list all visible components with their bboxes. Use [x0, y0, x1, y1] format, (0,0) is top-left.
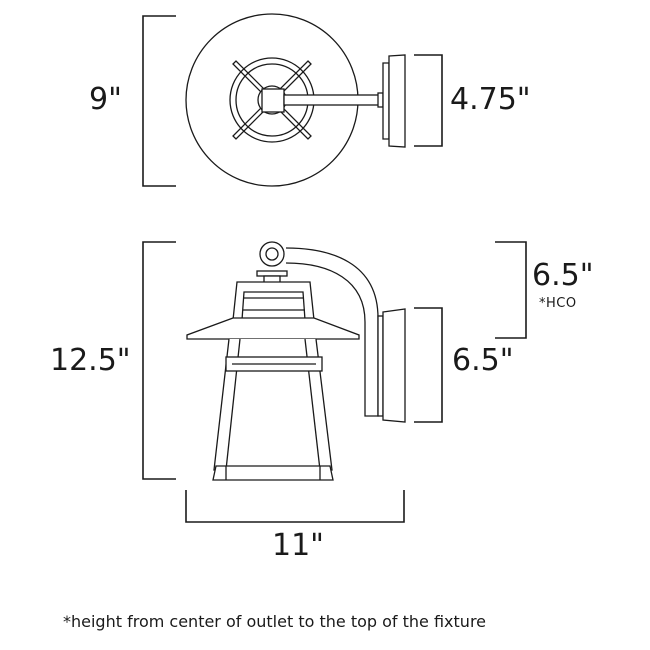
cross-bars [232, 60, 312, 140]
top-view [142, 13, 443, 187]
roof-crown [232, 281, 315, 321]
finial-ring [259, 241, 285, 267]
backplate-top [382, 62, 390, 140]
backplate-side [377, 315, 384, 417]
label-backplate-width: 4.75" [450, 82, 531, 117]
footnote: *height from center of outlet to the top… [63, 612, 487, 631]
label-hco-note: *HCO [539, 296, 577, 311]
label-overall-width: 11" [272, 528, 324, 563]
dimension-bracket-4-75in [414, 54, 443, 147]
dimension-bracket-6-5in [414, 307, 443, 423]
label-hco: 6.5" [532, 258, 594, 293]
label-top-depth: 9" [89, 82, 122, 117]
label-backplate-height: 6.5" [452, 343, 514, 378]
label-overall-height: 12.5" [50, 343, 131, 378]
side-view [142, 241, 527, 523]
lantern-base [212, 465, 334, 481]
dimension-bracket-11in [185, 490, 405, 523]
dimension-bracket-12-5in [142, 241, 176, 480]
arm [283, 94, 381, 106]
dimension-bracket-9in [142, 15, 176, 187]
shade-brim [186, 317, 360, 340]
dimension-bracket-hco [495, 241, 527, 339]
